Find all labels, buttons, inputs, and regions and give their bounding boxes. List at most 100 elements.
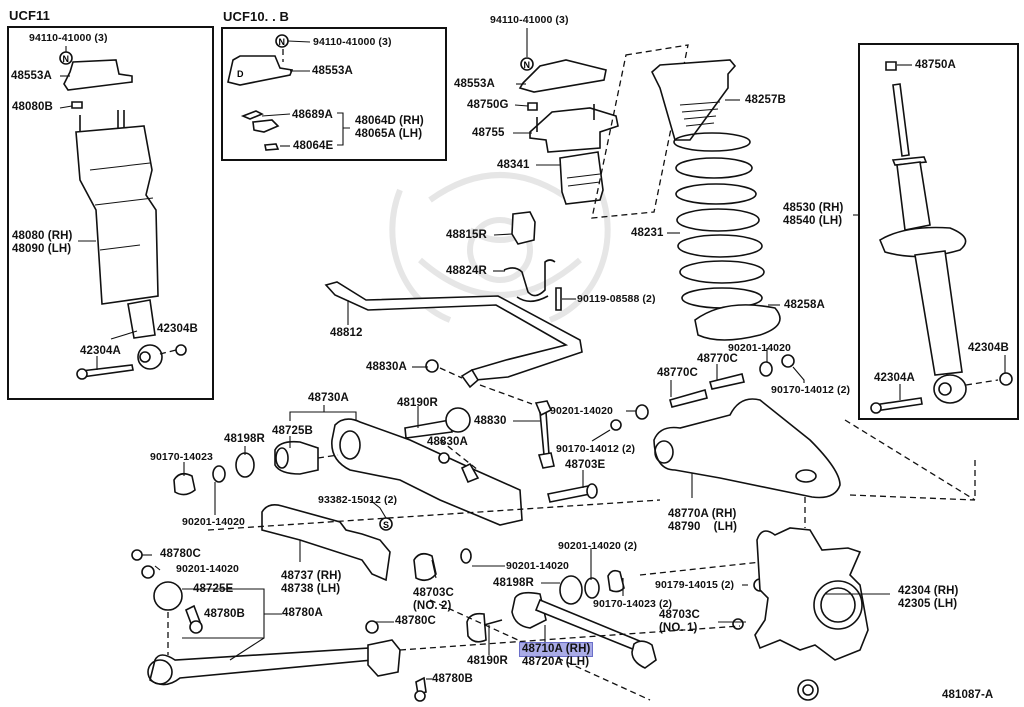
figure-id: 481087-A [942, 689, 994, 701]
svg-text:S: S [383, 520, 389, 530]
part-label-washer-14020-left[interactable]: 90201-14020 [182, 516, 245, 528]
part-label-toe-arm-lh[interactable]: 48720A (LH) [522, 656, 590, 668]
part-label-cam-nut-no2[interactable]: 48703C (NO. 2) [413, 587, 454, 612]
part-label-cover[interactable]: 48737 (RH) 48738 (LH) [281, 570, 342, 595]
upper-arm-48770a [653, 398, 841, 499]
svg-text:D: D [237, 69, 244, 79]
variant-header-ucf10: UCF10. . B [223, 9, 290, 24]
air-spring-body [75, 125, 159, 305]
cam-plate-48198r-2 [559, 575, 583, 605]
part-label-upper-bolt-1[interactable]: 48770C [657, 367, 698, 379]
part-label-cover-clip[interactable]: 93382-15012 (2) [318, 494, 398, 506]
part-label-bushing-b[interactable]: 48725B [272, 425, 313, 437]
bracket-48689a [240, 110, 264, 120]
part-label-cam-bolt-top[interactable]: 48190R [397, 397, 438, 409]
part-label-bolt-48703e[interactable]: 48703E [565, 459, 606, 471]
support-48755 [529, 107, 619, 153]
leader-lines [59, 40, 1006, 680]
part-label-strut-nut-c[interactable]: 48780C [160, 548, 201, 560]
nut-42304b [175, 344, 187, 356]
nut-48830a-top [425, 359, 439, 373]
shock-upper-body [896, 161, 931, 231]
part-label-insulator-lower[interactable]: 48258A [784, 299, 825, 311]
mount-48553a [63, 59, 133, 91]
top-mount-group: N [518, 28, 689, 219]
part-label-stabilizer-bar[interactable]: 48812 [330, 327, 363, 339]
washer-upper-right [759, 361, 773, 377]
part-label-upper-nut[interactable]: 90170-14012 (2) [771, 384, 851, 396]
part-label-strut-bolt-b[interactable]: 48780B [204, 608, 245, 620]
part-label-ucf10-bracket-a[interactable]: 48689A [292, 109, 333, 121]
part-label-strut-washer[interactable]: 90201-14020 [176, 563, 239, 575]
part-label-ucf11-mount[interactable]: 48553A [11, 70, 52, 82]
strut-rod-end [367, 639, 401, 677]
part-label-toe-arm-rh-highlighted[interactable]: 48710A (RH) [519, 642, 594, 657]
nut-upper-left [610, 419, 622, 431]
part-label-cam-nut-no1[interactable]: 48703C (NO. 1) [659, 609, 700, 634]
upper-arm-group [610, 354, 976, 501]
part-label-stab-nut-top[interactable]: 48830A [366, 361, 407, 373]
part-label-ucf11-washer[interactable]: 48080B [12, 101, 53, 113]
stabilizer-bar-48812 [324, 281, 583, 381]
part-label-top-nut[interactable]: 94110-41000 (3) [490, 14, 569, 26]
part-label-link-washer[interactable]: 90201-14020 [550, 405, 613, 417]
part-label-stab-bracket[interactable]: 48824R [446, 265, 487, 277]
part-label-lower-arm-assy[interactable]: 48730A [308, 392, 349, 404]
part-label-shock-nut[interactable]: 48750A [915, 59, 956, 71]
part-label-ucf11-bolt[interactable]: 42304A [80, 345, 121, 357]
insulator-48258a [694, 304, 781, 341]
part-label-nut-14023-2[interactable]: 90170-14023 (2) [593, 598, 673, 610]
part-label-strut-bolt-b2[interactable]: 48780B [432, 673, 473, 685]
part-label-stab-bolt[interactable]: 90119-08588 (2) [577, 293, 656, 305]
part-label-knuckle-nut[interactable]: 90179-14015 (2) [655, 579, 735, 591]
part-label-ucf11-nut[interactable]: 94110-41000 (3) [29, 32, 108, 44]
shock-absorber-group [870, 61, 1013, 414]
part-label-stab-bushing[interactable]: 48815R [446, 229, 487, 241]
bolt-48770c-1 [669, 389, 708, 408]
washer-90201-left [212, 465, 226, 483]
mount-48553a-ucf10 [227, 55, 294, 86]
part-label-coil-spring[interactable]: 48231 [631, 227, 664, 239]
part-label-shock-nut2[interactable]: 42304B [968, 342, 1009, 354]
nut-42304b-right [999, 372, 1013, 386]
bushing-48725e [153, 581, 183, 611]
part-label-ucf10-bracket-e[interactable]: 48064E [293, 140, 334, 152]
part-label-shock-bolt[interactable]: 42304A [874, 372, 915, 384]
part-label-strut-bushing-e[interactable]: 48725E [193, 583, 234, 595]
lower-arm-group [173, 407, 598, 526]
toe-arm-bushing [511, 591, 547, 629]
part-label-shock-absorber[interactable]: 48530 (RH) 48540 (LH) [783, 202, 844, 227]
part-label-upper-washer[interactable]: 90201-14020 [728, 342, 791, 354]
part-label-cam-plate-2[interactable]: 48198R [493, 577, 534, 589]
part-label-nut-48750g[interactable]: 48750G [467, 99, 509, 111]
part-label-ucf10-nut[interactable]: 94110-41000 (3) [313, 36, 392, 48]
part-label-bumper[interactable]: 48341 [497, 159, 530, 171]
part-label-link-nut[interactable]: 48830A [427, 436, 468, 448]
part-label-strut-rod[interactable]: 48780A [282, 607, 323, 619]
strut-rod-48780a [149, 647, 373, 686]
part-label-cam-plate[interactable]: 48198R [224, 433, 265, 445]
part-label-knuckle[interactable]: 42304 (RH) 42305 (LH) [898, 585, 959, 610]
washer-upper-left [635, 404, 649, 420]
part-label-ucf11-nut2[interactable]: 42304B [157, 323, 198, 335]
part-label-cam-bolt-bottom[interactable]: 48190R [467, 655, 508, 667]
part-label-ucf11-air-spring[interactable]: 48080 (RH) 48090 (LH) [12, 230, 73, 255]
part-label-support[interactable]: 48755 [472, 127, 505, 139]
part-label-ucf10-mount[interactable]: 48553A [312, 65, 353, 77]
bolt-48770c-2 [709, 373, 745, 390]
part-label-washer-pair[interactable]: 90201-14020 (2) [558, 540, 638, 552]
part-label-upper-bolt-2[interactable]: 48770C [697, 353, 738, 365]
part-label-insulator-upper[interactable]: 48257B [745, 94, 786, 106]
part-label-ucf10-bracket-set[interactable]: 48064D (RH) 48065A (LH) [355, 115, 424, 140]
nut-48750a [885, 61, 897, 71]
part-label-upper-arm[interactable]: 48770A (RH) 48790 (LH) [668, 508, 738, 533]
part-label-link-nut2[interactable]: 90170-14012 (2) [556, 443, 636, 455]
nut-90170-14023 [173, 472, 196, 496]
part-label-top-mount[interactable]: 48553A [454, 78, 495, 90]
cam-nut-48703c-no1 [732, 618, 744, 630]
part-label-washer-mid[interactable]: 90201-14020 [506, 560, 569, 572]
part-label-stab-link[interactable]: 48830 [474, 415, 507, 427]
part-label-nut-14023[interactable]: 90170-14023 [150, 451, 213, 463]
part-label-strut-nut-c2[interactable]: 48780C [395, 615, 436, 627]
